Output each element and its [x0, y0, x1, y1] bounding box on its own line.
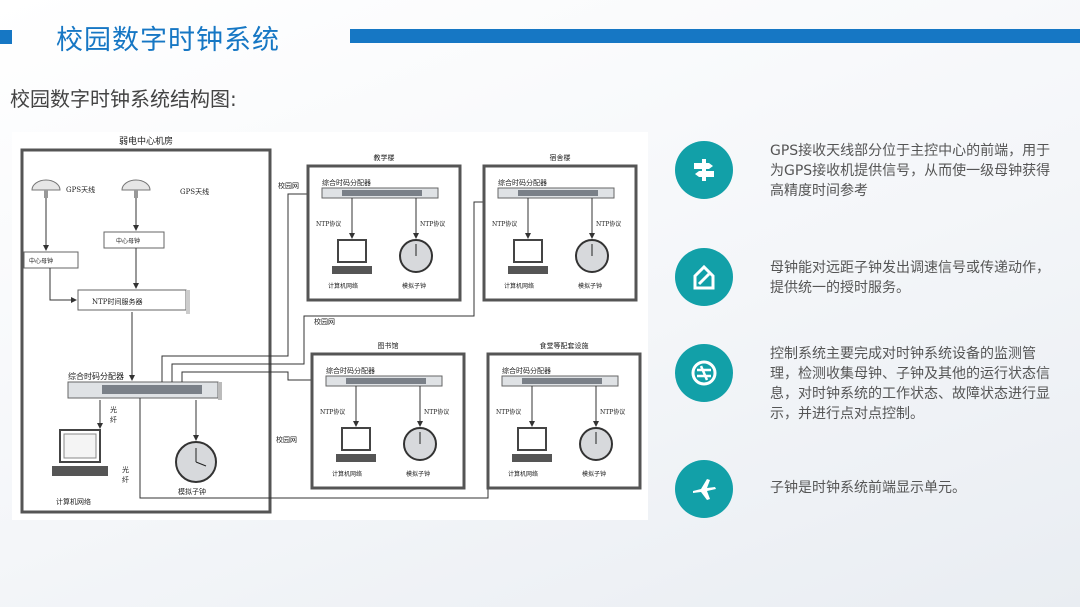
feature-text: 母钟能对远距子钟发出调速信号或传递动作，提供统一的授时服务。 [770, 260, 1050, 296]
clock-label: 模拟子钟 [406, 470, 430, 478]
clock-label: 模拟子钟 [402, 282, 426, 290]
computer-icon [52, 429, 108, 476]
campus-net-label-2: 校园网 [314, 317, 335, 326]
campus-net-label-3: 校园网 [276, 435, 297, 444]
gps-antenna-label-2: GPS天线 [180, 187, 209, 196]
svg-text:纤: 纤 [122, 475, 129, 484]
center-clock-label-2: 中心母钟 [116, 237, 140, 245]
gps-antenna-label-1: GPS天线 [66, 185, 95, 194]
ntp-label: NTP协议 [320, 408, 345, 416]
computer-label: 计算机网络 [508, 470, 538, 478]
building-name: 图书馆 [378, 341, 399, 350]
building-distributor-label: 综合时码分配器 [322, 178, 371, 187]
gps-antenna-icon [121, 179, 151, 198]
computer-label: 计算机网络 [504, 282, 534, 290]
gps-antenna-icon [31, 179, 61, 198]
ntp-label: NTP协议 [600, 408, 625, 416]
campus-net-label-1: 校园网 [278, 181, 299, 190]
building-distributor-label: 综合时码分配器 [498, 178, 547, 187]
feature-text: GPS接收天线部分位于主控中心的前端，用于为GPS接收机提供信号，从而使一级母钟… [770, 143, 1051, 199]
clock-label: 模拟子钟 [582, 470, 606, 478]
ntp-server-label: NTP时间服务器 [92, 297, 143, 306]
ntp-label: NTP协议 [420, 220, 445, 228]
center-computer-label: 计算机网络 [56, 497, 91, 506]
building-library: 图书馆 综合时码分配器 NTP协议 NTP协议 计算机网络 模拟子钟 [310, 341, 466, 490]
svg-text:纤: 纤 [110, 415, 117, 424]
header-accent-square [0, 30, 12, 44]
computer-label: 计算机网络 [328, 282, 358, 290]
feature-gps: GPS接收天线部分位于主控中心的前端，用于为GPS接收机提供信号，从而使一级母钟… [675, 141, 1075, 211]
building-teaching: 教学楼 综合时码分配器 NTP协议 NTP协议 计算机网络 模拟子钟 [306, 153, 462, 302]
building-name: 食堂等配套设施 [540, 341, 589, 350]
feature-control: 控制系统主要完成对时钟系统设备的监测管理，检测收集母钟、子钟及其他的运行状态信息… [675, 344, 1075, 422]
airplane-icon [675, 460, 733, 518]
computer-label: 计算机网络 [332, 470, 362, 478]
center-clock-label-1: 中心母钟 [29, 257, 53, 265]
center-distributor-label: 综合时码分配器 [68, 371, 124, 381]
feature-slave-clock: 子钟是时钟系统前端显示单元。 [675, 460, 1075, 530]
fiber-label-2: 光 [122, 465, 129, 474]
building-canteen: 食堂等配套设施 综合时码分配器 NTP协议 NTP协议 计算机网络 模拟子钟 [486, 341, 642, 490]
fiber-label-1: 光 [110, 405, 117, 414]
broadcast-icon [675, 248, 733, 306]
control-icon [675, 344, 733, 402]
building-name: 教学楼 [374, 153, 395, 162]
clock-label: 模拟子钟 [578, 282, 602, 290]
ntp-label: NTP协议 [492, 220, 517, 228]
diagram-caption: 校园数字时钟系统结构图: [10, 87, 237, 111]
center-room-label: 弱电中心机房 [119, 135, 173, 147]
building-distributor-label: 综合时码分配器 [502, 366, 551, 375]
center-clock-box-2 [103, 231, 165, 249]
ntp-label: NTP协议 [596, 220, 621, 228]
feature-text: 控制系统主要完成对时钟系统设备的监测管理，检测收集母钟、子钟及其他的运行状态信息… [770, 346, 1050, 422]
center-clock-box-1 [23, 251, 79, 269]
building-dormitory: 宿舍楼 综合时码分配器 NTP协议 NTP协议 计算机网络 模拟子钟 [482, 153, 638, 302]
center-clock-label: 模拟子钟 [178, 487, 206, 496]
feature-master-clock: 母钟能对远距子钟发出调速信号或传递动作，提供统一的授时服务。 [675, 248, 1075, 318]
ntp-label: NTP协议 [424, 408, 449, 416]
analog-clock-icon [175, 441, 217, 483]
header-accent-bar [350, 29, 1080, 43]
feature-text: 子钟是时钟系统前端显示单元。 [770, 480, 966, 496]
system-diagram: 弱电中心机房 GPS天线 GPS天线 中心母钟 中心母钟 NTP时间服务器 综合… [12, 132, 648, 520]
signpost-icon [675, 141, 733, 199]
ntp-label: NTP协议 [496, 408, 521, 416]
building-name: 宿舍楼 [550, 153, 571, 162]
building-distributor-label: 综合时码分配器 [326, 366, 375, 375]
page-title: 校园数字时钟系统 [56, 25, 280, 56]
ntp-label: NTP协议 [316, 220, 341, 228]
